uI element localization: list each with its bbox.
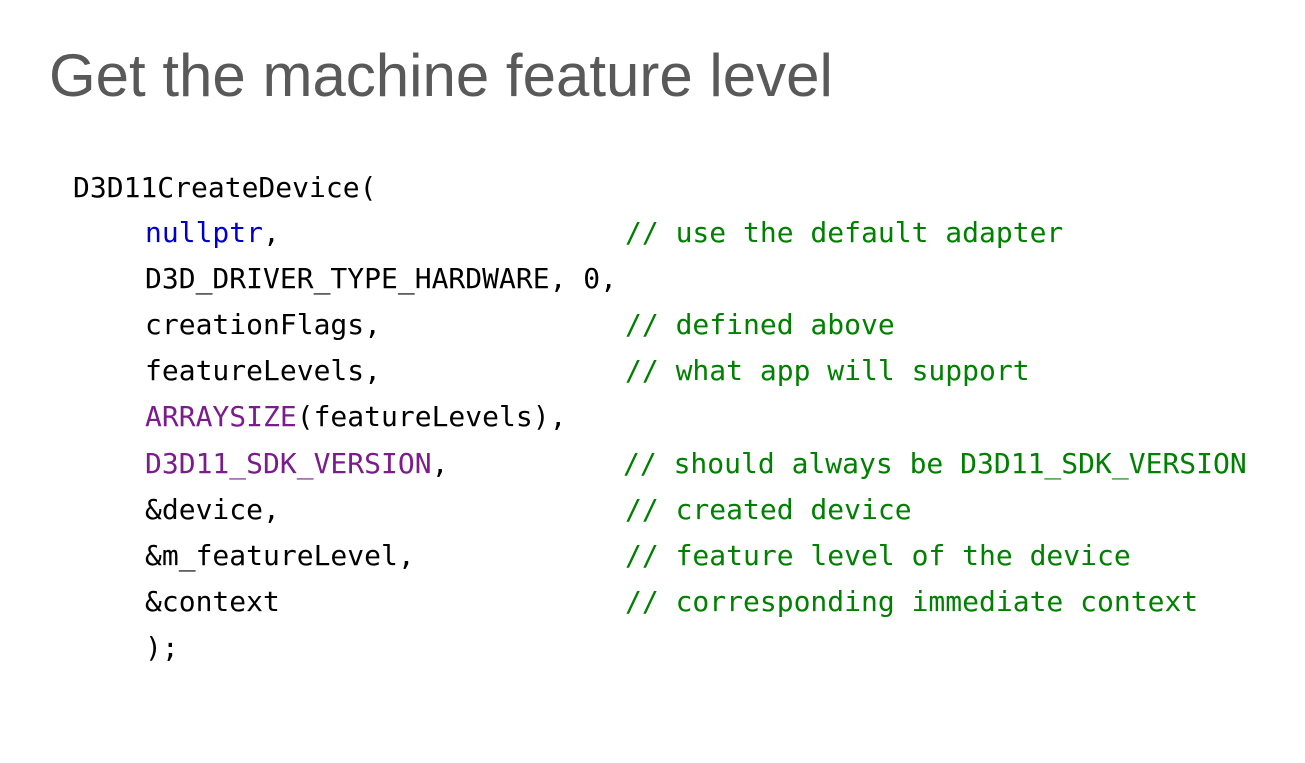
code-line-call-open: D3D11CreateDevice( [73,165,376,211]
comment-nullptr: // use the default adapter [625,216,1064,249]
code-arg-driver: D3D_DRIVER_TYPE_HARDWARE, 0, [145,262,618,295]
macro-arraysize: ARRAYSIZE [145,400,297,433]
code-line-nullptr: nullptr, // use the default adapter [145,210,1063,256]
code-arg-sdk: D3D11_SDK_VERSION, [145,441,448,487]
comment-device: // created device [625,493,912,526]
code-arraysize-args: (featureLevels), [296,400,567,433]
code-call-open: D3D11CreateDevice( [73,171,377,204]
code-arg-feature-level: &m_featureLevel, [145,539,415,572]
comment-levels: // what app will support [625,354,1030,387]
code-line-feature-level: &m_featureLevel, // feature level of the… [145,533,1131,579]
slide-title: Get the machine feature level [49,42,833,109]
code-line-device: &device, // created device [145,487,912,533]
comment-sdk: // should always be D3D11_SDK_VERSION [623,447,1247,480]
keyword-nullptr: nullptr [145,216,264,249]
code-line-sdk: D3D11_SDK_VERSION, // should always be D… [145,441,1247,487]
code-separator: , [263,216,280,249]
code-arg-flags: creationFlags, [145,308,382,341]
comment-feature-level: // feature level of the device [625,539,1131,572]
code-call-close: ); [145,631,179,664]
code-line-call-close: ); [145,625,212,671]
code-line-context: &context // corresponding immediate cont… [145,579,1198,625]
code-line-levels: featureLevels, // what app will support [145,348,1030,394]
code-arg-context: &context [145,585,280,618]
code-arg-arraysize: ARRAYSIZE(featureLevels), [145,394,566,440]
code-line-arraysize: ARRAYSIZE(featureLevels), [145,394,566,440]
code-line-flags: creationFlags, // defined above [145,302,895,348]
macro-sdk-version: D3D11_SDK_VERSION [145,447,432,480]
code-arg-levels: featureLevels, [145,354,382,387]
comment-flags: // defined above [625,308,895,341]
code-separator: , [431,447,449,480]
code-arg-nullptr: nullptr, [145,210,280,256]
code-line-driver: D3D_DRIVER_TYPE_HARDWARE, 0, [145,256,617,302]
code-arg-device: &device, [145,493,280,526]
comment-context: // corresponding immediate context [625,585,1199,618]
